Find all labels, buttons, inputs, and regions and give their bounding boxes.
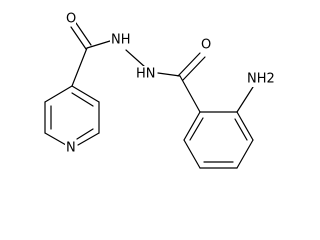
bond-bz-c2-c3-inner	[234, 118, 248, 141]
pyridine-ring	[44, 85, 100, 146]
bond-hn-to-carbonyl	[157, 72, 181, 77]
atom-amino: NH2	[247, 72, 275, 87]
atom-o-left: O	[66, 12, 76, 27]
bond-py-c6-n-inner	[76, 128, 94, 140]
bond-bz-c5-c6	[183, 139, 201, 169]
bond-py-c4-c5	[71, 85, 100, 103]
left-carbonyl	[70, 22, 111, 87]
right-carbonyl	[157, 52, 206, 113]
bond-carbonyl-to-benzene	[179, 75, 201, 113]
bond-py-c6-n	[77, 132, 100, 146]
bond-py-to-carbonyl	[71, 47, 88, 87]
bond-bz-c6-c1	[183, 111, 201, 141]
bond-co-right-b	[182, 56, 206, 81]
structure-diagram: O NH HN O NH2 N	[44, 11, 275, 169]
bond-py-c4-c5-inner	[71, 92, 94, 107]
bond-n-n	[125, 49, 146, 68]
structure-canvas: O NH HN O NH2 N	[44, 11, 275, 169]
atom-hn-lower: HN	[136, 67, 156, 82]
bond-py-c2-n	[44, 132, 67, 146]
bond-bz-c2-c3	[236, 111, 254, 141]
atom-n-pyridine: N	[66, 141, 76, 156]
atom-o-right: O	[201, 38, 211, 53]
bond-co-left-a	[70, 26, 87, 50]
bond-co-left-b	[75, 22, 92, 46]
bond-bz-c3-c4	[236, 139, 254, 169]
atom-nh-upper: NH	[111, 33, 131, 48]
bond-bz-c6-c1-inner	[189, 117, 204, 141]
bond-co-right-a	[177, 52, 201, 77]
bond-bz-to-amino	[236, 86, 254, 113]
benzene-ring	[183, 86, 254, 169]
bond-carbonyl-to-nh	[86, 40, 111, 49]
bond-py-c4-c3	[44, 85, 73, 103]
atom-labels: O NH HN O NH2 N	[65, 11, 275, 156]
